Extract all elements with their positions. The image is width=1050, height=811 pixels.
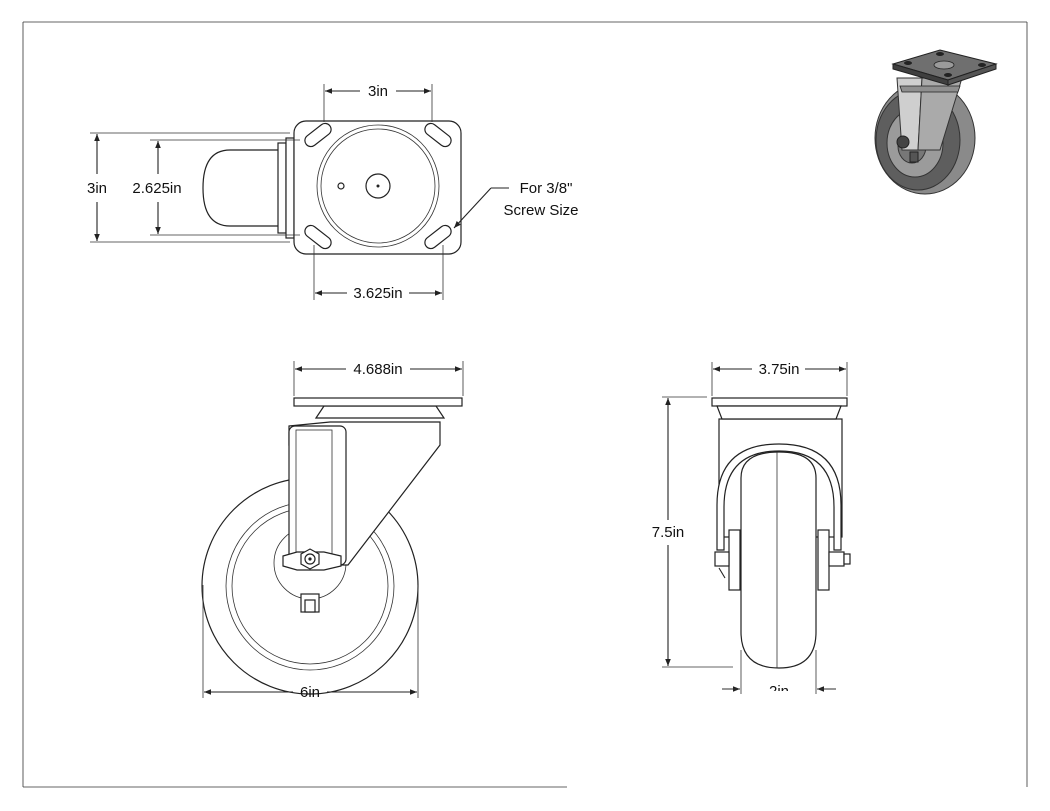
top-view: 3in 3in 2.625in 3.625in For 3/8" Screw S… bbox=[87, 83, 579, 302]
front-view: 4.688in 6in bbox=[201, 361, 464, 701]
side-view: 3.75in 7.5in 2in bbox=[652, 361, 851, 700]
front-plate-width-label: 4.688in bbox=[353, 361, 402, 378]
top-hole-spacing-label: 2.625in bbox=[132, 180, 181, 197]
wheel-width-label: 2in bbox=[769, 683, 789, 700]
mounting-slot bbox=[304, 224, 332, 250]
screw-note-line2: Screw Size bbox=[503, 202, 578, 219]
mounting-slot bbox=[304, 122, 332, 148]
screw-note-line1: For 3/8" bbox=[520, 180, 573, 197]
top-height-label: 3in bbox=[87, 180, 107, 197]
caster-3d-icon bbox=[874, 49, 998, 195]
mounting-slot bbox=[424, 122, 452, 148]
mounting-slot bbox=[424, 224, 452, 250]
top-width-label: 3in bbox=[368, 83, 388, 100]
sheet-border bbox=[22, 21, 1028, 788]
side-plate-width-label: 3.75in bbox=[759, 361, 800, 378]
overall-height-label: 7.5in bbox=[652, 524, 685, 541]
wheel-diameter-label: 6in bbox=[300, 684, 320, 701]
top-hole-width-label: 3.625in bbox=[353, 285, 402, 302]
wheel-side bbox=[740, 451, 817, 669]
